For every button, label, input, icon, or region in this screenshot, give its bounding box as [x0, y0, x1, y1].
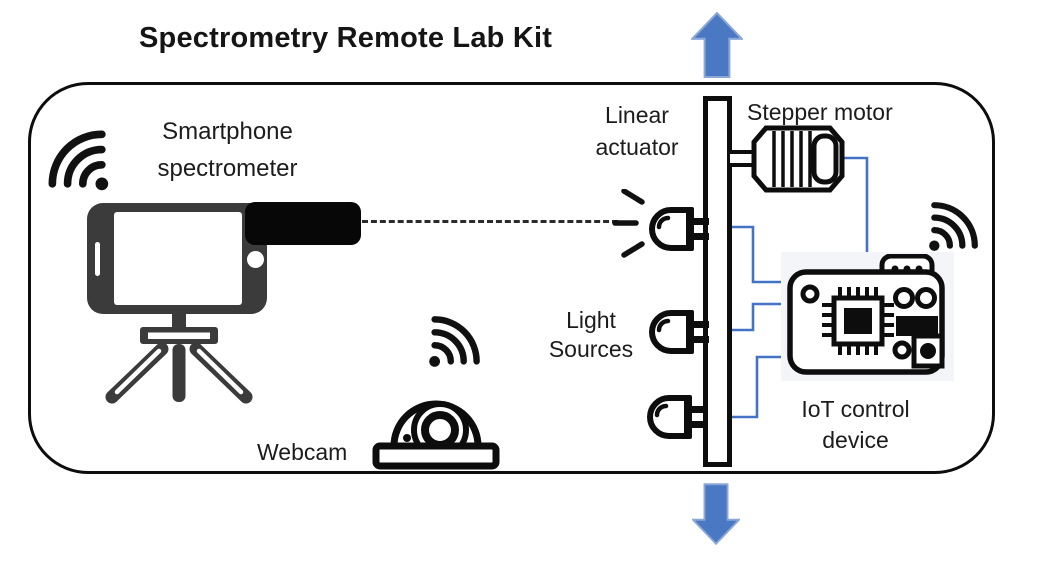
smartphone-spectrometer-label: Smartphone spectrometer — [140, 113, 315, 187]
diagram-title: Spectrometry Remote Lab Kit — [139, 22, 553, 54]
smartphone-home-button — [247, 251, 264, 268]
led-icon-middle — [649, 310, 709, 354]
webcam-label: Webcam — [257, 439, 348, 465]
spectrometer-attachment — [245, 202, 361, 245]
iot-board-icon — [787, 254, 945, 375]
tripod-icon — [105, 313, 253, 404]
light-rays-icon — [612, 189, 645, 258]
linear-actuator-label-line1: Linear — [605, 102, 669, 128]
down-arrow-icon — [692, 483, 740, 545]
smartphone-wifi-icon — [48, 130, 109, 191]
light-sources-label: Light Sources — [541, 306, 641, 364]
led-icon-top — [649, 207, 709, 251]
optical-beam-dashed-line — [362, 220, 618, 223]
linear-actuator-label-line2: actuator — [595, 134, 679, 160]
linear-actuator-bar — [703, 96, 732, 467]
stepper-motor-label: Stepper motor — [747, 99, 893, 125]
smartphone-screen — [114, 212, 242, 305]
light-sources-label-line2: Sources — [548, 336, 634, 362]
webcam-wifi-icon — [429, 316, 480, 367]
stepper-motor-icon — [728, 125, 845, 193]
iot-control-device-label: IoT control device — [779, 394, 932, 456]
smartphone-label-line1: Smartphone — [162, 118, 293, 145]
up-arrow-icon — [691, 12, 743, 78]
wire-stepper-to-board — [843, 156, 869, 266]
iot-label-line2: device — [822, 427, 889, 453]
led-icon-bottom — [647, 395, 707, 439]
light-sources-label-line1: Light — [566, 307, 616, 333]
linear-actuator-label: Linear actuator — [578, 99, 696, 163]
wire-led3-to-board — [707, 355, 788, 419]
iot-wifi-icon — [929, 202, 978, 251]
smartphone-label-line2: spectrometer — [157, 155, 298, 182]
smartphone-speaker — [95, 242, 100, 276]
iot-label-line1: IoT control — [801, 396, 910, 422]
kit-enclosure-frame — [28, 82, 995, 474]
webcam-icon — [372, 400, 500, 470]
